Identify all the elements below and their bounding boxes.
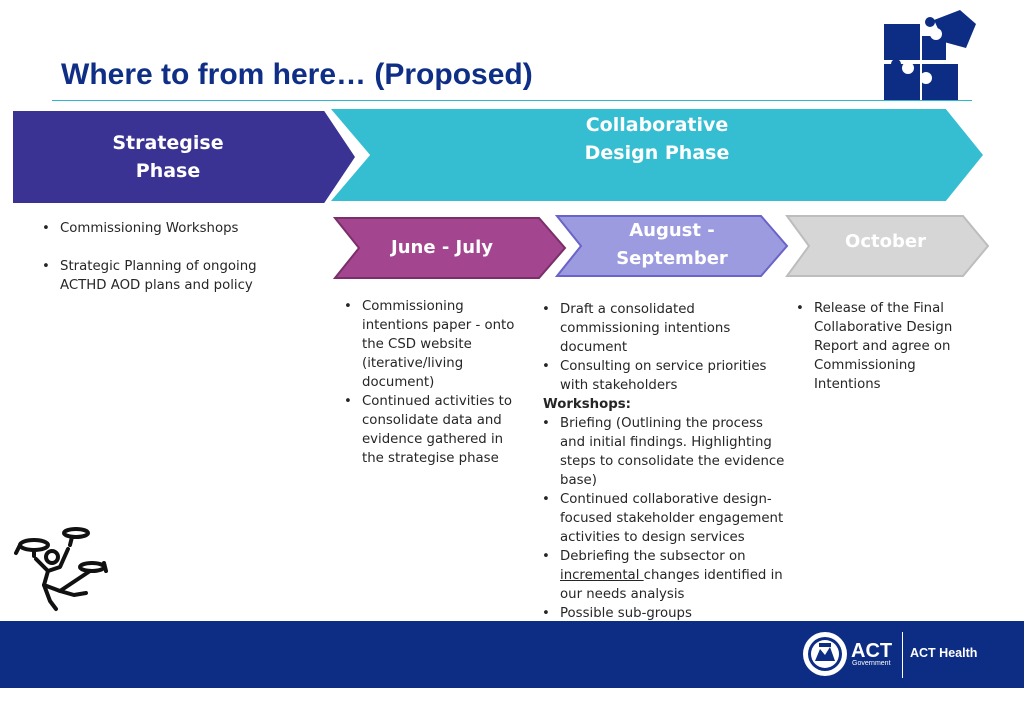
collaborative-phase-title-line2: Design Phase (584, 142, 730, 164)
footer-divider (902, 632, 903, 678)
strategise-list: Commissioning Workshops Strategic Planni… (42, 219, 272, 295)
august-september-list: Draft a consolidated commissioning inten… (542, 300, 792, 395)
footer-bar (0, 621, 1024, 688)
chevron-august-shape (555, 215, 789, 277)
august-label-line2: September (616, 248, 728, 269)
slide-title: Where to from here… (Proposed) (61, 58, 533, 91)
list-item: Debriefing the subsector on incremental … (542, 547, 792, 604)
list-item: Release of the Final Collaborative Desig… (796, 299, 986, 394)
list-item: Consulting on service priorities with st… (542, 357, 792, 395)
workshops-list: Briefing (Outlining the process and init… (542, 414, 792, 623)
chevron-october: October (785, 214, 990, 278)
collaborative-phase-banner: Collaborative Design Phase (331, 109, 983, 201)
juggler-icon (14, 527, 108, 611)
list-item: Commissioning Workshops (42, 219, 272, 238)
chevron-june-shape (333, 217, 567, 279)
list-item: Continued activities to consolidate data… (344, 392, 519, 468)
october-list: Release of the Final Collaborative Desig… (796, 299, 986, 394)
chevron-october-shape (785, 215, 990, 277)
debrief-prefix: Debriefing the subsector on (560, 549, 746, 564)
list-item: Briefing (Outlining the process and init… (542, 414, 792, 490)
workshops-heading: Workshops: (543, 397, 631, 412)
debrief-underlined: incremental (560, 568, 644, 583)
collaborative-phase-title-line1: Collaborative (585, 114, 729, 136)
debrief-suffix: changes identified in our needs analysis (560, 568, 783, 602)
act-government-seal-icon (803, 632, 847, 676)
list-item: Commissioning intentions paper - onto th… (344, 297, 519, 392)
list-item: Continued collaborative design-focused s… (542, 490, 792, 547)
june-july-list: Commissioning intentions paper - onto th… (344, 297, 519, 468)
june-july-label: June - July (391, 237, 493, 258)
act-health-label: ACT Health (910, 646, 978, 660)
chevron-june-july: June - July (333, 216, 567, 280)
title-divider (52, 100, 972, 101)
october-label: October (845, 231, 926, 252)
act-brand-subtext: Government (852, 660, 891, 667)
strategise-phase-banner: Strategise Phase (13, 111, 355, 203)
strategise-phase-title-line1: Strategise (112, 132, 224, 154)
chevron-august-september: August - September (555, 214, 789, 278)
strategise-phase-title-line2: Phase (135, 160, 201, 182)
list-item: Draft a consolidated commissioning inten… (542, 300, 792, 357)
list-item: Possible sub-groups (542, 604, 792, 623)
puzzle-icon (884, 10, 976, 100)
act-brand-text: ACT (851, 640, 893, 662)
list-item: Strategic Planning of ongoing ACTHD AOD … (42, 257, 272, 295)
august-label-line1: August - (629, 220, 715, 241)
